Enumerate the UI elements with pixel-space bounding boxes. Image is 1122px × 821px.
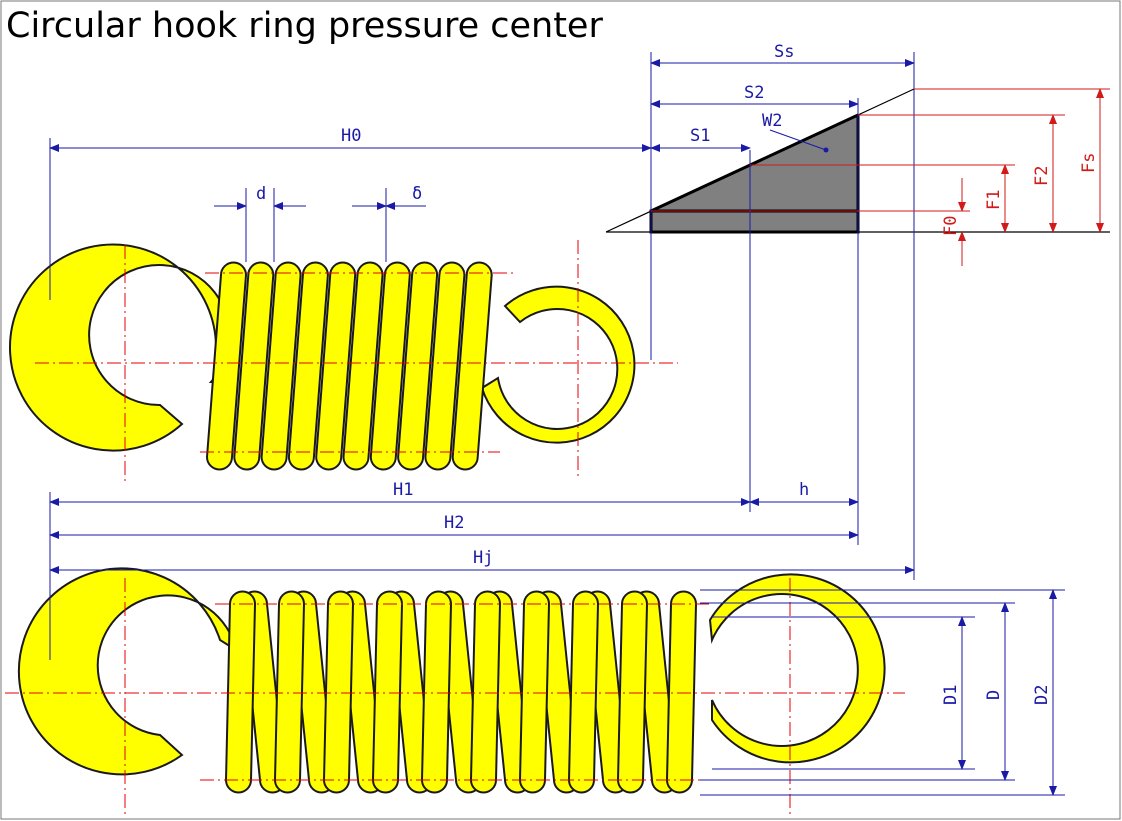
dimension-labels: Ss S2 S1 W2 H0 d δ H1 h H2 Hj F0 F1 F2 F… <box>256 42 1099 705</box>
bottom-coil-turn <box>371 590 404 794</box>
label-f1: F1 <box>984 190 1004 210</box>
label-delta: δ <box>412 184 422 204</box>
bottom-coil-turn <box>518 590 551 794</box>
bottom-coil-turn <box>665 590 698 794</box>
label-fs: Fs <box>1079 153 1099 173</box>
diagram-title: Circular hook ring pressure center <box>6 6 603 46</box>
top-coil-turn <box>424 261 466 471</box>
w2-area <box>651 115 858 232</box>
bottom-spring <box>17 567 886 794</box>
bottom-coil-turn <box>420 590 453 794</box>
label-ss: Ss <box>774 42 794 62</box>
left-hook-top <box>9 243 233 452</box>
top-coil-turn <box>287 261 329 471</box>
right-hook-top <box>480 285 636 444</box>
label-h1: H1 <box>393 480 413 500</box>
top-coil-turn <box>315 261 357 471</box>
red-dimensions <box>651 88 1110 266</box>
top-coil-turn <box>233 261 275 471</box>
top-spring <box>9 243 636 471</box>
bottom-coil-body <box>224 590 698 794</box>
label-s2: S2 <box>744 83 764 103</box>
bottom-coil-turn <box>567 590 600 794</box>
bottom-coil-turn <box>616 590 649 794</box>
bottom-coil-turn <box>224 590 257 794</box>
center-lines <box>5 240 905 815</box>
bottom-coil-turn <box>469 590 502 794</box>
top-coil-body <box>205 261 493 471</box>
bottom-coil-turn <box>322 590 355 794</box>
top-coil-turn <box>342 261 384 471</box>
bottom-coil-turn <box>273 590 306 794</box>
top-coil-turn <box>205 261 248 471</box>
label-s1: S1 <box>690 126 710 146</box>
top-coil-turn <box>369 261 411 471</box>
top-coil-turn <box>451 261 493 471</box>
label-d1: D1 <box>941 685 961 705</box>
blue-dimensions <box>49 52 1065 796</box>
label-f2: F2 <box>1032 166 1052 186</box>
label-h0: H0 <box>341 126 361 146</box>
label-hj: Hj <box>473 548 493 568</box>
label-h2: H2 <box>444 513 464 533</box>
label-d-outer: D <box>984 690 1004 700</box>
label-w2: W2 <box>762 111 782 131</box>
label-d2: D2 <box>1032 685 1052 705</box>
label-f0: F0 <box>941 216 961 236</box>
top-coil-turn <box>260 261 302 471</box>
label-h: h <box>799 480 809 500</box>
right-hook-bottom <box>708 573 886 764</box>
left-hook-bottom <box>17 567 238 776</box>
top-coil-turn <box>397 261 439 471</box>
label-d: d <box>256 184 266 204</box>
